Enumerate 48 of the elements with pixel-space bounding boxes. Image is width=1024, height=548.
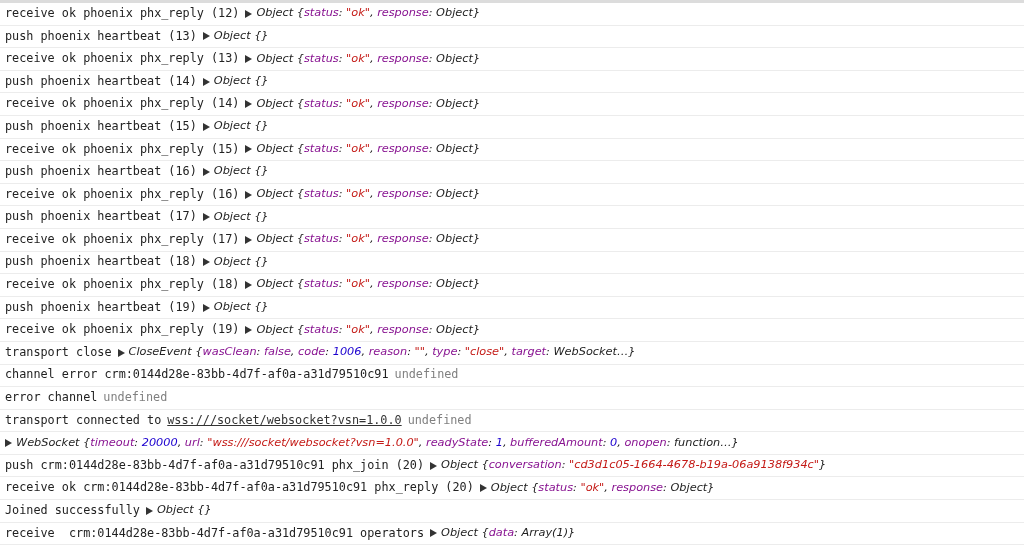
- object-preview: Object {status: "ok", response: Object}: [256, 50, 481, 67]
- object-preview: CloseEvent {wasClean: false, code: 1006, reason: "", type: "close", target: WebSocket…}: [128, 344, 636, 361]
- object-preview: Object {status: "ok", response: Object}: [256, 321, 481, 338]
- log-message: receive ok phoenix phx_reply (16): [5, 185, 240, 203]
- undefined-value: undefined: [407, 411, 472, 429]
- log-message: transport connected to: [5, 411, 162, 429]
- object-preview: Object {status: "ok", response: Object}: [256, 95, 481, 112]
- log-message: push phoenix heartbeat (17): [5, 208, 197, 226]
- log-message: receive ok phoenix phx_reply (19): [5, 321, 240, 339]
- log-message: Joined successfully: [5, 502, 140, 519]
- log-message: transport close: [5, 343, 112, 361]
- log-message: receive ok crm:0144d28e-83bb-4d7f-af0a-a31d79510c91 phx_reply (20): [5, 479, 474, 497]
- log-message: receive ok phoenix phx_reply (18): [5, 276, 240, 294]
- log-message: push phoenix heartbeat (14): [5, 72, 197, 90]
- undefined-value: undefined: [103, 389, 168, 407]
- object-preview: Object {status: "ok", response: Object}: [256, 186, 481, 203]
- url-link: wss:///socket/websocket?vsn=1.0.0: [167, 411, 402, 429]
- object-preview: Object {}: [213, 253, 269, 270]
- log-message: push phoenix heartbeat (16): [5, 163, 197, 181]
- log-message: channel error crm:0144d28e-83bb-4d7f-af0a-a31d79510c91: [5, 366, 389, 384]
- log-message: receive ok phoenix phx_reply (17): [5, 230, 240, 248]
- object-preview: Object {}: [213, 163, 269, 180]
- log-message: receive ok phoenix phx_reply (15): [5, 140, 240, 158]
- log-message: receive crm:0144d28e-83bb-4d7f-af0a-a31d79510c91 operators: [5, 524, 425, 542]
- object-preview: Object {status: "ok", response: Object}: [256, 5, 481, 22]
- object-preview: Object {}: [213, 73, 269, 90]
- log-message: receive ok phoenix phx_reply (14): [5, 95, 240, 113]
- log-message: push phoenix heartbeat (13): [5, 27, 197, 45]
- log-message: error channel: [5, 389, 98, 407]
- object-preview: Object {}: [213, 27, 269, 44]
- log-message: receive ok phoenix phx_reply (13): [5, 50, 240, 68]
- log-message: push phoenix heartbeat (19): [5, 298, 197, 316]
- object-preview: Object {}: [213, 208, 269, 225]
- undefined-value: undefined: [394, 366, 459, 384]
- object-preview: Object {status: "ok", response: Object}: [256, 276, 481, 293]
- object-preview: Object {status: "ok", response: Object}: [256, 140, 481, 157]
- object-preview: Object {}: [213, 299, 269, 316]
- object-preview: Object {data: Array(1)}: [441, 525, 576, 541]
- object-preview: Object {status: "ok", response: Object}: [490, 479, 715, 496]
- log-message: push phoenix heartbeat (15): [5, 117, 197, 135]
- object-preview: WebSocket {timeout: 20000, url: "wss:///socket/websocket?vsn=1.0.0", readyState: 1, bufferedAmount: 0, onopen: function…}: [16, 434, 739, 451]
- object-preview: Object {}: [156, 502, 212, 519]
- object-preview: Object {}: [213, 118, 269, 135]
- log-message: receive ok phoenix phx_reply (12): [5, 4, 240, 22]
- log-message: push crm:0144d28e-83bb-4d7f-af0a-a31d79510c91 phx_join (20): [5, 456, 425, 474]
- object-preview: Object {status: "ok", response: Object}: [256, 231, 481, 248]
- object-preview: Object {conversation: "cd3d1c05-1664-4678-b19a-06a9138f934c"}: [441, 457, 827, 474]
- log-message: push phoenix heartbeat (18): [5, 253, 197, 271]
